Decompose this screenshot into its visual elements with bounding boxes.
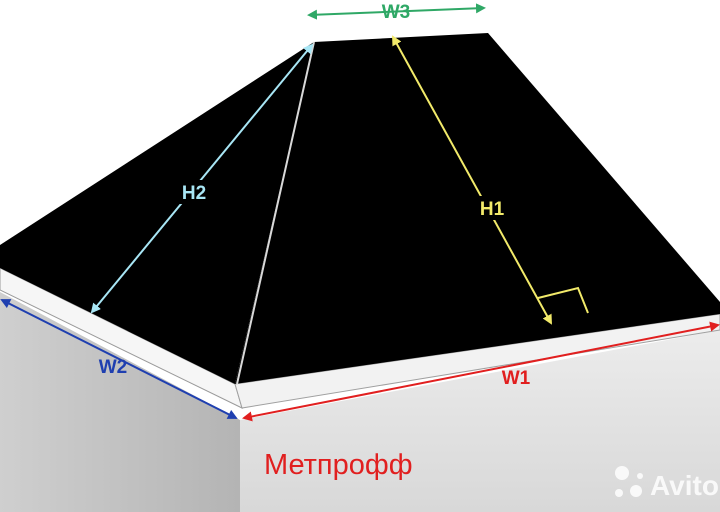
w3-arrow bbox=[307, 3, 486, 20]
w2-arrow bbox=[0, 299, 238, 419]
w3-label: W3 bbox=[382, 2, 411, 23]
h2-label: H2 bbox=[182, 183, 206, 204]
watermark-dots-icon bbox=[615, 466, 643, 497]
h1-right-angle-mark bbox=[537, 286, 589, 314]
brand-name: Метпрофф bbox=[264, 449, 413, 481]
h1-label: H1 bbox=[480, 199, 505, 220]
h2-arrow bbox=[90, 43, 314, 314]
watermark-text: Avito bbox=[650, 470, 719, 501]
watermark: Avito bbox=[615, 466, 719, 501]
h2-label-backing bbox=[177, 180, 211, 204]
w2-label: W2 bbox=[99, 357, 128, 378]
w1-arrow bbox=[242, 321, 720, 422]
w1-label: W1 bbox=[502, 368, 531, 389]
h1-arrow bbox=[392, 35, 552, 325]
h1-label-backing bbox=[475, 196, 509, 220]
